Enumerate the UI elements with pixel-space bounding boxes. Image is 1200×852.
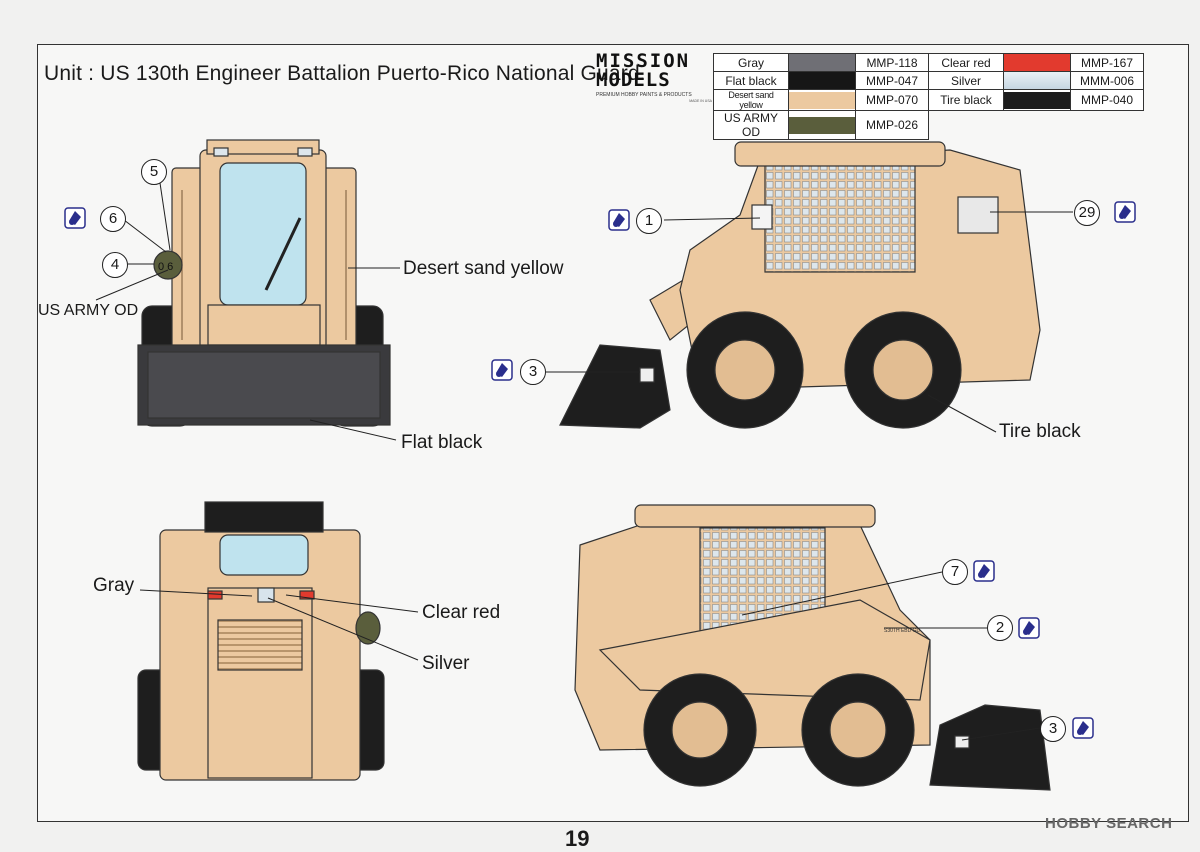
paint-row: US ARMY OD MMP-026 [713, 110, 1144, 140]
swatch-fill [1004, 91, 1070, 109]
paint-code: MMM-006 [1070, 71, 1144, 90]
side-plate-text: S30TH EBD GD [884, 628, 921, 634]
paint-code: MMP-070 [855, 89, 929, 111]
paint-row: Desert sand yellow MMP-070 Tire black MM… [713, 89, 1144, 111]
paint-swatch [1003, 89, 1071, 111]
watermark: HOBBY SEARCH [1045, 815, 1173, 832]
label-flat-black: Flat black [401, 432, 483, 453]
rear-view [137, 501, 385, 781]
paint-swatch [788, 89, 856, 111]
logo-line1: MISSION [596, 50, 691, 72]
decal-icon [608, 209, 630, 231]
paint-code: MMP-026 [855, 110, 929, 140]
side-view-right [559, 141, 1041, 429]
callout-2: 2 [987, 615, 1013, 641]
paint-name: Clear red [928, 53, 1004, 72]
paint-code: MMP-040 [1070, 89, 1144, 111]
swatch-fill [789, 116, 855, 134]
paint-swatch [1003, 71, 1071, 90]
page-number: 19 [565, 826, 590, 851]
callout-5: 5 [141, 159, 167, 185]
swatch-fill [789, 91, 855, 109]
callout-29: 29 [1074, 200, 1100, 226]
mission-models-logo: MISSION MODELS PREMIUM HOBBY PAINTS & PR… [596, 50, 712, 104]
callout-4: 4 [102, 252, 128, 278]
paint-name: Desert sand yellow [713, 89, 789, 111]
label-desert-sand-yellow: Desert sand yellow [403, 258, 564, 279]
paint-swatch [788, 53, 856, 72]
callout-7: 7 [942, 559, 968, 585]
callout-3-bottom: 3 [1040, 716, 1066, 742]
callout-3-top: 3 [520, 359, 546, 385]
paint-swatch [788, 110, 856, 140]
decal-icon [64, 207, 86, 229]
decal-icon [973, 560, 995, 582]
label-clear-red: Clear red [422, 602, 501, 623]
swatch-fill [789, 72, 855, 89]
od-marking-text: 0 6 [158, 261, 173, 273]
decal-icon [1018, 617, 1040, 639]
label-silver: Silver [422, 653, 470, 674]
label-gray: Gray [93, 575, 135, 596]
logo-tagline: PREMIUM HOBBY PAINTS & PRODUCTS [596, 92, 692, 98]
paint-name: Tire black [928, 89, 1004, 111]
paint-name: Silver [928, 71, 1004, 90]
decal-icon [491, 359, 513, 381]
decal-icon [1072, 717, 1094, 739]
paint-swatch [788, 71, 856, 90]
logo-small: MADE IN USA [689, 99, 712, 103]
label-us-army-od: US ARMY OD [38, 302, 139, 319]
paint-code: MMP-047 [855, 71, 929, 90]
paint-code: MMP-118 [855, 53, 929, 72]
leader-lines [95, 182, 1073, 741]
swatch-fill [1004, 54, 1070, 71]
paint-code: MMP-167 [1070, 53, 1144, 72]
decal-icon [1114, 201, 1136, 223]
unit-title: Unit : US 130th Engineer Battalion Puert… [44, 62, 646, 85]
paint-name: US ARMY OD [713, 110, 789, 140]
front-view [137, 139, 391, 427]
callout-6: 6 [100, 206, 126, 232]
callout-1: 1 [636, 208, 662, 234]
logo-line2: MODELS [596, 69, 671, 91]
paint-table: Gray MMP-118 Clear red MMP-167 Flat blac… [713, 53, 1144, 140]
swatch-fill [789, 54, 855, 71]
swatch-fill [1004, 72, 1070, 89]
label-tire-black: Tire black [999, 421, 1081, 442]
side-view-left [574, 504, 1051, 791]
